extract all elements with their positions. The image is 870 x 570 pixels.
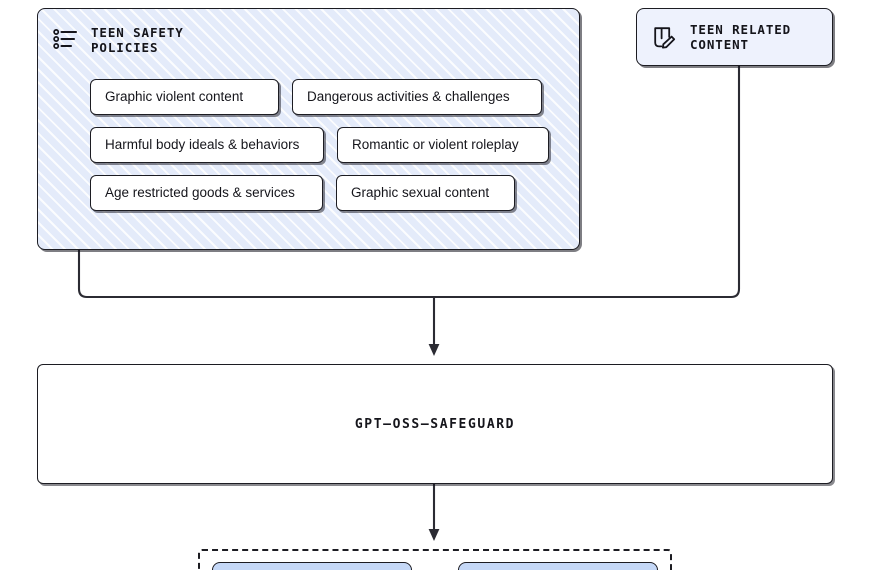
- policy-chip[interactable]: Age restricted goods & services: [90, 175, 323, 211]
- policy-panel-header: TEEN SAFETY POLICIES: [52, 25, 184, 55]
- list-icon: [53, 29, 78, 49]
- teen-related-content-label: TEEN RELATED CONTENT: [690, 22, 792, 52]
- policy-chip-row: Age restricted goods & services Graphic …: [90, 175, 570, 211]
- gpt-oss-safeguard-box: GPT–OSS–SAFEGUARD: [37, 364, 833, 484]
- policy-panel-title: TEEN SAFETY POLICIES: [91, 25, 184, 55]
- policy-chip-row: Graphic violent content Dangerous activi…: [90, 79, 570, 115]
- teen-related-content-box[interactable]: TEEN RELATED CONTENT: [636, 8, 833, 66]
- policy-chip[interactable]: Dangerous activities & challenges: [292, 79, 542, 115]
- output-chip-row: [200, 551, 670, 570]
- teen-safety-policies-panel: TEEN SAFETY POLICIES Graphic violent con…: [37, 8, 580, 250]
- policy-chip-row: Harmful body ideals & behaviors Romantic…: [90, 127, 570, 163]
- output-chip[interactable]: [458, 562, 658, 570]
- policy-chip[interactable]: Harmful body ideals & behaviors: [90, 127, 324, 163]
- output-chip[interactable]: [212, 562, 412, 570]
- policy-chip[interactable]: Romantic or violent roleplay: [337, 127, 549, 163]
- policy-chip[interactable]: Graphic violent content: [90, 79, 279, 115]
- document-edit-icon: [654, 26, 676, 48]
- policy-chip-grid: Graphic violent content Dangerous activi…: [90, 79, 570, 223]
- model-label: GPT–OSS–SAFEGUARD: [354, 416, 516, 432]
- policy-chip[interactable]: Graphic sexual content: [336, 175, 515, 211]
- output-group: [198, 549, 672, 570]
